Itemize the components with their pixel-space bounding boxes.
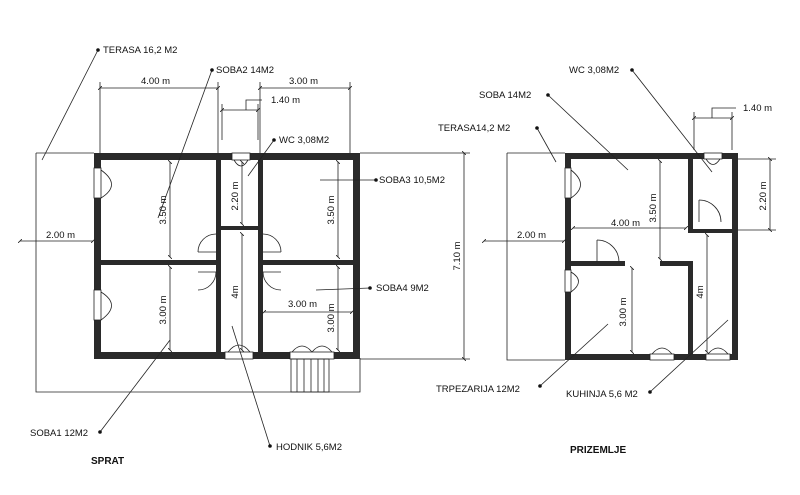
- sprat-window-left-lower: [93, 289, 112, 321]
- sprat-soba2-label: SOBA2 14M2: [216, 65, 274, 76]
- sprat-wall-hall-right: [258, 153, 263, 359]
- sprat-dim-top-left: 4.00 m: [141, 76, 170, 87]
- prizemlje-window-left: [564, 167, 581, 199]
- prizemlje-wall-soba-bottom-right: [660, 261, 693, 266]
- prizemlje-dim-soba-width: 4.00 m: [611, 218, 640, 229]
- prizemlje-wc-label: WC 3,08M2: [569, 65, 619, 76]
- prizemlje-window-bottom-1: [649, 347, 675, 361]
- prizemlje-dim-wc-width: 1.40 m: [743, 103, 772, 114]
- prizemlje-wall-kuhinja-left: [688, 261, 693, 360]
- sprat-wall-wc-bottom: [216, 226, 261, 230]
- sprat-door-soba1: [197, 271, 217, 291]
- sprat-stairs: [290, 358, 330, 393]
- prizemlje-title: PRIZEMLJE: [570, 445, 626, 456]
- prizemlje-dim-trpezarija-height: 3.00 m: [618, 297, 629, 326]
- sprat-window-left-upper: [93, 167, 112, 199]
- sprat-title: SPRAT: [91, 456, 124, 467]
- sprat-terasa-label: TERASA 16,2 M2: [103, 45, 177, 56]
- prizemlje-wall-wc-left: [688, 153, 693, 233]
- prizemlje-soba-label: SOBA 14M2: [479, 90, 531, 101]
- sprat-wall-top: [94, 153, 360, 160]
- prizemlje-window-left-lower: [564, 269, 579, 293]
- sprat-soba1-label: SOBA1 12M2: [30, 428, 88, 439]
- prizemlje-wall-soba-bottom-left: [565, 261, 625, 266]
- sprat-wc-label: WC 3,08M2: [279, 135, 329, 146]
- sprat-door-soba2: [197, 233, 217, 253]
- sprat-wall-soba2-hall: [216, 153, 221, 359]
- sprat-hodnik-label: HODNIK 5,6M2: [276, 442, 342, 453]
- sprat-soba4-label: SOBA4 9M2: [376, 283, 429, 294]
- prizemlje-kuhinja-label: KUHINJA 5,6 M2: [566, 389, 638, 400]
- sprat-plan: [20, 48, 470, 448]
- sprat-dim-soba1-height: 3.00 m: [158, 295, 169, 324]
- prizemlje-window-bottom-2: [705, 347, 731, 361]
- prizemlje-door-wc: [698, 199, 722, 223]
- sprat-dim-soba4-width: 3.00 m: [288, 299, 317, 310]
- prizemlje-terasa-label: TERASA14,2 M2: [438, 123, 510, 134]
- sprat-wall-right: [353, 153, 360, 359]
- prizemlje-dim-wc-height: 2.20 m: [758, 181, 769, 210]
- sprat-door-soba4: [262, 271, 282, 291]
- sprat-dim-soba4-height: 3.00 m: [326, 303, 337, 332]
- prizemlje-dim-soba-height: 3.50 m: [648, 193, 659, 222]
- sprat-wall-soba4-top: [258, 260, 360, 265]
- sprat-dim-wc-height: 2.20 m: [230, 181, 241, 210]
- prizemlje-dim-kuhinja-length: 4m: [695, 285, 706, 298]
- sprat-wall-soba1-top: [94, 260, 220, 265]
- sprat-wall-left: [94, 153, 101, 359]
- sprat-window-wc: [231, 152, 251, 167]
- prizemlje-dim-terrace-width: 2.00 m: [517, 230, 546, 241]
- prizemlje-window-wc: [703, 152, 723, 165]
- prizemlje-terrace-outline: [506, 152, 565, 361]
- sprat-dim-terrace-width: 2.00 m: [46, 230, 75, 241]
- prizemlje-wall-right: [732, 153, 738, 360]
- sprat-soba3-label: SOBA3 10,5M2: [379, 175, 445, 186]
- sprat-door-balcony: [289, 345, 335, 360]
- prizemlje-trpezarija-label: TRPEZARIJA 12M2: [436, 384, 520, 395]
- prizemlje-wall-left: [565, 153, 571, 360]
- sprat-dim-soba3-height: 3.50 m: [326, 195, 337, 224]
- prizemlje-door-soba: [596, 239, 620, 263]
- sprat-door-soba3: [262, 233, 282, 253]
- sprat-dim-soba2-height: 3.50 m: [158, 195, 169, 224]
- sprat-door-hall-bottom: [224, 344, 254, 360]
- prizemlje-wall-wc-bottom: [688, 229, 738, 233]
- sprat-dim-hall-length: 4m: [230, 285, 241, 298]
- sprat-dim-wc-width: 1.40 m: [271, 95, 300, 106]
- prizemlje-wall-top: [565, 153, 738, 159]
- prizemlje-plan: [484, 68, 776, 394]
- sprat-dim-total-height: 7.10 m: [452, 241, 463, 270]
- sprat-dim-top-right: 3.00 m: [289, 76, 318, 87]
